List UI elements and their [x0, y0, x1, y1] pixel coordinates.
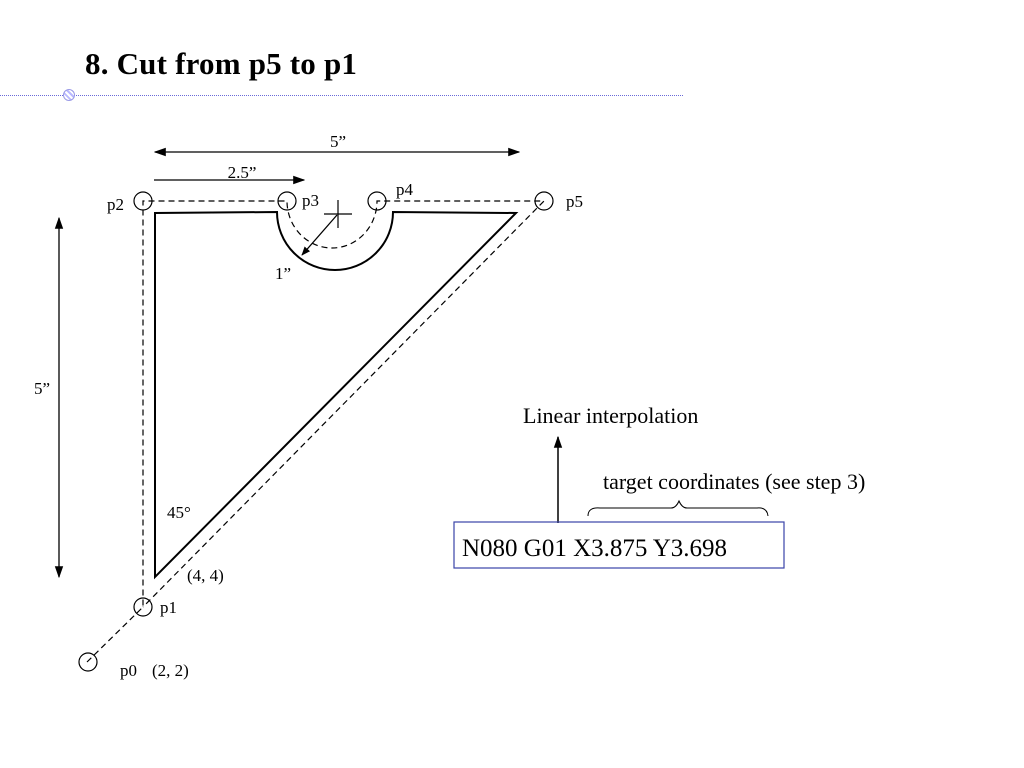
- tool-circle-p0: [78, 652, 98, 672]
- tool-circle-p2: [133, 191, 153, 211]
- point-label-p1: p1: [160, 598, 177, 617]
- point-coord-p1: (4, 4): [187, 566, 224, 585]
- point-label-p3: p3: [302, 191, 319, 210]
- point-label-p4: p4: [396, 180, 414, 199]
- tool-circle-p5: [534, 191, 554, 211]
- title-divider: [0, 95, 683, 96]
- point-label-p5: p5: [566, 192, 583, 211]
- point-label-p0: p0: [120, 661, 137, 680]
- linear-interpolation-label: Linear interpolation: [523, 403, 698, 428]
- tool-circle-p3: [277, 191, 297, 211]
- radius-arrow: [301, 214, 338, 256]
- tool-circle-p1: [133, 597, 153, 617]
- point-coord-p0: (2, 2): [152, 661, 189, 680]
- point-label-p2: p2: [107, 195, 124, 214]
- top-width-label: 5”: [330, 132, 346, 151]
- angle-label: 45°: [167, 503, 191, 522]
- nc-code-text: N080 G01 X3.875 Y3.698: [462, 535, 727, 562]
- target-coordinates-brace: [587, 499, 769, 517]
- nc-code-box: [453, 521, 785, 569]
- slide-title: 8. Cut from p5 to p1: [85, 46, 358, 81]
- half-width-label: 2.5”: [228, 163, 257, 182]
- part-outline: [154, 210, 519, 580]
- height-label: 5”: [34, 379, 50, 398]
- target-coordinates-label: target coordinates (see step 3): [603, 469, 865, 494]
- radius-label: 1”: [275, 264, 291, 283]
- tool-circle-p4: [367, 191, 387, 211]
- divider-bullet-icon: [63, 89, 75, 101]
